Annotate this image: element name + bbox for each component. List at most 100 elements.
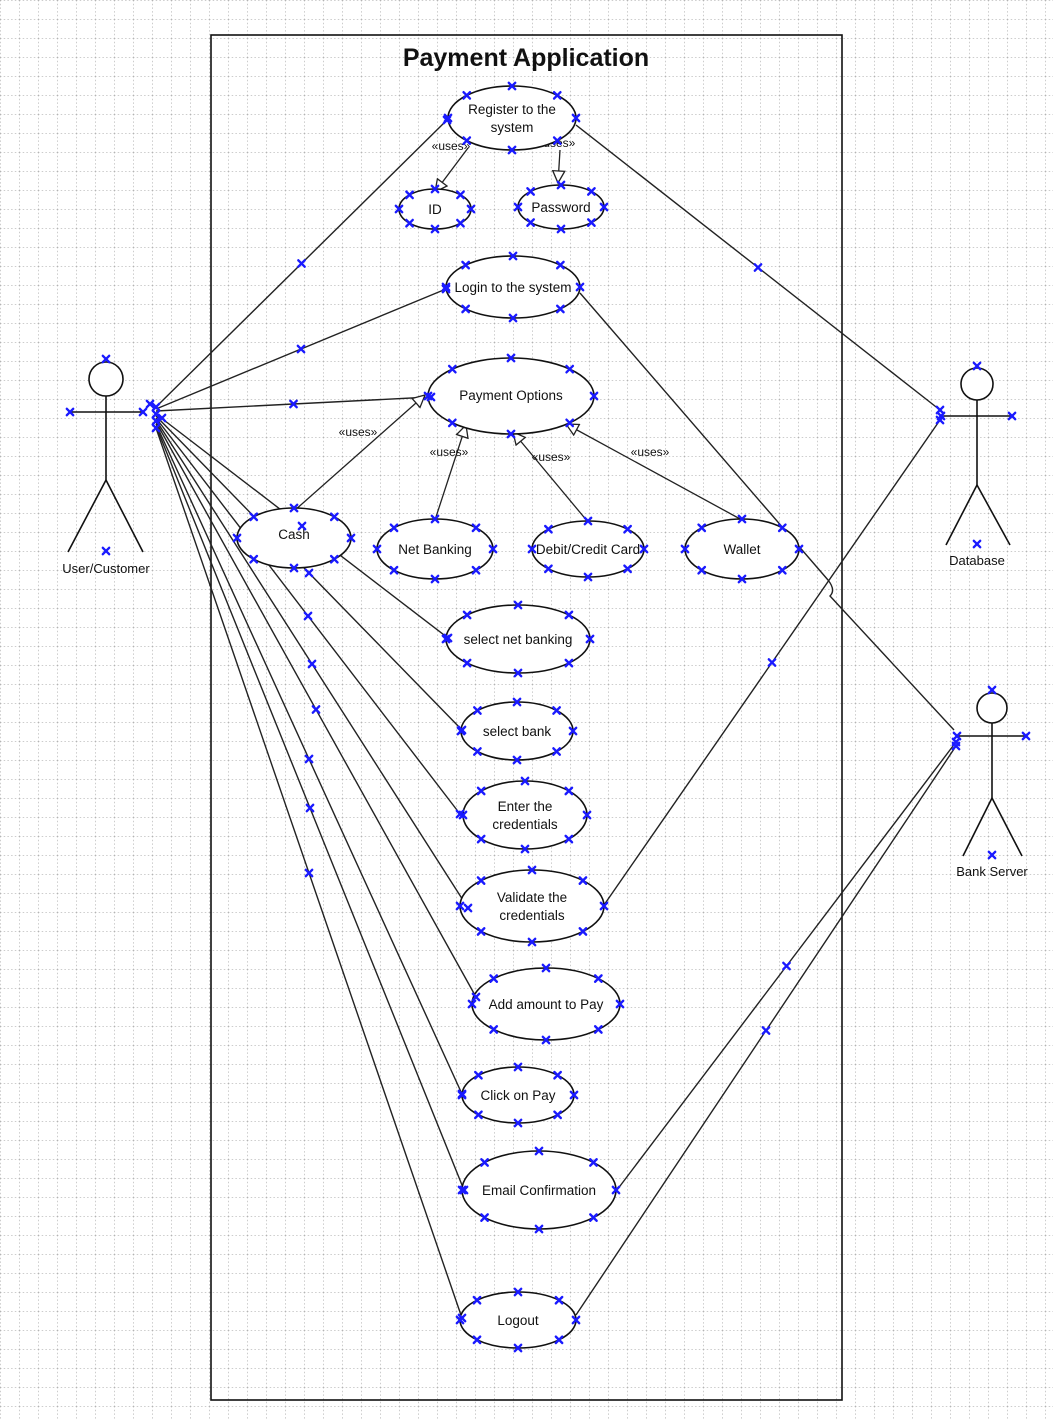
ellipse-handle[interactable] xyxy=(346,533,356,543)
ellipse-handle[interactable] xyxy=(552,706,561,715)
line-handle[interactable] xyxy=(457,1313,467,1323)
ellipse-handle[interactable] xyxy=(527,544,537,554)
ellipse-handle[interactable] xyxy=(589,1158,598,1167)
ellipse-handle[interactable] xyxy=(520,844,530,854)
line-handle[interactable] xyxy=(304,868,314,878)
actor-bank-server[interactable]: Bank Server xyxy=(956,692,1028,879)
ellipse-handle[interactable] xyxy=(565,364,575,374)
ellipse-handle[interactable] xyxy=(447,418,457,428)
ellipse-handle[interactable] xyxy=(473,747,482,756)
ellipse-handle[interactable] xyxy=(507,145,517,155)
actor-handle[interactable] xyxy=(1021,731,1031,741)
line-handle[interactable] xyxy=(457,725,467,735)
ellipse-handle[interactable] xyxy=(794,544,804,554)
ellipse-handle[interactable] xyxy=(457,1185,467,1195)
actor-handle[interactable] xyxy=(972,539,982,549)
ellipse-handle[interactable] xyxy=(461,304,471,314)
ellipse-handle[interactable] xyxy=(544,524,553,534)
ellipse-handle[interactable] xyxy=(480,1213,489,1222)
ellipse-handle[interactable] xyxy=(508,251,518,261)
ellipse-handle[interactable] xyxy=(513,1343,523,1353)
ellipse-handle[interactable] xyxy=(564,658,574,668)
ellipse-handle[interactable] xyxy=(474,1070,483,1080)
ellipse-handle[interactable] xyxy=(389,565,399,575)
ellipse-handle[interactable] xyxy=(289,563,299,573)
actor-handle[interactable] xyxy=(1007,411,1017,421)
ellipse-handle[interactable] xyxy=(513,1118,523,1128)
line-handle[interactable] xyxy=(289,399,298,409)
ellipse-handle[interactable] xyxy=(552,136,562,146)
actor-database[interactable]: Database xyxy=(941,367,1012,568)
dep-card-payment[interactable] xyxy=(513,432,589,523)
ellipse-handle[interactable] xyxy=(575,282,585,292)
ellipse-handle[interactable] xyxy=(589,1213,598,1222)
ellipse-handle[interactable] xyxy=(552,90,562,100)
ellipse-handle[interactable] xyxy=(680,544,690,554)
assoc-login-bank-server[interactable] xyxy=(579,292,955,731)
ellipse-handle[interactable] xyxy=(615,999,625,1009)
line-handle[interactable] xyxy=(426,392,436,402)
line-handle[interactable] xyxy=(304,568,314,578)
ellipse-handle[interactable] xyxy=(526,187,535,196)
line-handle[interactable] xyxy=(307,659,317,669)
ellipse-handle[interactable] xyxy=(474,1110,483,1120)
ellipse-handle[interactable] xyxy=(488,544,498,554)
ellipse-handle[interactable] xyxy=(389,523,399,533)
ellipse-handle[interactable] xyxy=(506,429,516,439)
ellipse-handle[interactable] xyxy=(587,218,596,227)
ellipse-handle[interactable] xyxy=(512,697,522,707)
actor-handle[interactable] xyxy=(972,361,982,371)
ellipse-handle[interactable] xyxy=(249,512,259,522)
ellipse-handle[interactable] xyxy=(599,901,609,911)
line-handle[interactable] xyxy=(151,402,161,412)
ellipse-handle[interactable] xyxy=(587,187,596,196)
ellipse-handle[interactable] xyxy=(737,514,747,524)
line-handle[interactable] xyxy=(157,413,167,423)
ellipse-handle[interactable] xyxy=(476,876,486,885)
ellipse-handle[interactable] xyxy=(534,1224,544,1234)
ellipse-handle[interactable] xyxy=(430,184,440,194)
ellipse-handle[interactable] xyxy=(476,786,486,796)
ellipse-handle[interactable] xyxy=(552,747,561,756)
ellipse-handle[interactable] xyxy=(564,610,574,620)
ellipse-handle[interactable] xyxy=(507,81,517,91)
usecase-select-net-banking[interactable]: select net banking xyxy=(445,604,591,674)
line-handle[interactable] xyxy=(782,961,791,971)
dep-netbanking-payment[interactable] xyxy=(434,425,466,521)
dep-wallet-payment[interactable] xyxy=(566,424,743,521)
ellipse-handle[interactable] xyxy=(520,776,530,786)
ellipse-handle[interactable] xyxy=(473,706,482,715)
line-handle[interactable] xyxy=(305,803,315,813)
ellipse-handle[interactable] xyxy=(455,901,465,911)
line-handle[interactable] xyxy=(463,903,473,913)
line-handle[interactable] xyxy=(457,1089,467,1099)
line-handle[interactable] xyxy=(767,658,777,667)
line-handle[interactable] xyxy=(151,416,161,426)
ellipse-handle[interactable] xyxy=(461,260,471,270)
ellipse-handle[interactable] xyxy=(526,218,535,227)
ellipse-handle[interactable] xyxy=(489,1025,499,1034)
ellipse-handle[interactable] xyxy=(527,865,537,875)
ellipse-handle[interactable] xyxy=(329,554,339,564)
line-handle[interactable] xyxy=(442,115,452,125)
ellipse-handle[interactable] xyxy=(466,204,476,214)
ellipse-handle[interactable] xyxy=(508,313,518,323)
line-handle[interactable] xyxy=(303,611,313,621)
line-handle[interactable] xyxy=(455,809,465,819)
ellipse-handle[interactable] xyxy=(534,1146,544,1156)
ellipse-handle[interactable] xyxy=(372,544,382,554)
ellipse-handle[interactable] xyxy=(556,224,566,234)
usecase-payment-options[interactable]: Payment Options xyxy=(427,357,595,435)
line-handle[interactable] xyxy=(471,992,481,1002)
ellipse-handle[interactable] xyxy=(472,1295,482,1305)
line-handle[interactable] xyxy=(304,754,314,764)
ellipse-handle[interactable] xyxy=(541,963,551,973)
actor-handle[interactable] xyxy=(987,685,997,695)
ellipse-handle[interactable] xyxy=(697,523,707,533)
ellipse-handle[interactable] xyxy=(513,1062,523,1072)
dep-register-password[interactable] xyxy=(558,149,560,183)
line-handle[interactable] xyxy=(297,259,306,268)
ellipse-handle[interactable] xyxy=(430,224,440,234)
line-handle[interactable] xyxy=(296,344,306,354)
ellipse-handle[interactable] xyxy=(289,503,299,513)
